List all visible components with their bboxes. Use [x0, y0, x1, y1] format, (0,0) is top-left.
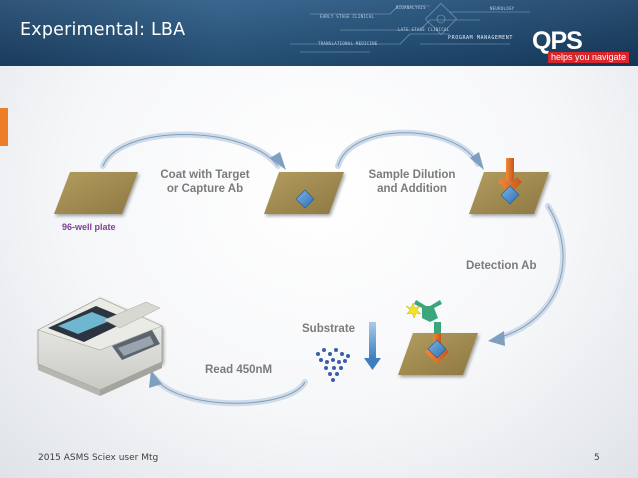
arrow-coat — [100, 131, 286, 170]
deco-early-stage: EARLY STAGE CLINICAL — [320, 14, 375, 19]
label-96-well-plate: 96-well plate — [62, 222, 116, 232]
deco-bioanalysis: BIOANALYSIS — [396, 5, 426, 10]
program-management-text: PROGRAM MANAGEMENT — [448, 35, 513, 41]
logo-tagline: helps you navigate — [548, 52, 630, 63]
header-circuit-decoration — [290, 3, 530, 53]
logo-text: QPS — [532, 27, 583, 55]
plate-96-well — [54, 172, 138, 214]
accent-bar — [0, 108, 8, 146]
page-number: 5 — [594, 453, 600, 463]
arrow-detection — [488, 203, 566, 346]
footer-event-text: 2015 ASMS Sciex user Mtg — [38, 453, 159, 463]
label-sample-line-2: and Addition — [377, 183, 447, 195]
detection-antibody-icon — [414, 300, 442, 340]
label-sample-dilution: Sample Dilution and Addition — [360, 168, 464, 196]
label-detection-ab: Detection Ab — [466, 260, 537, 272]
substrate-arrow-icon — [364, 322, 381, 370]
arrow-read — [149, 370, 308, 407]
label-read-450nm: Read 450nM — [205, 364, 273, 376]
label-sample-line-1: Sample Dilution — [368, 169, 456, 181]
target-diamond-icon — [295, 189, 315, 209]
label-coat-target: Coat with Target or Capture Ab — [150, 168, 260, 196]
deco-late-stage: LATE STAGE CLINICAL — [398, 27, 450, 32]
header-shade — [0, 0, 638, 66]
arrow-sample — [335, 129, 484, 170]
deco-neurology: NEUROLOGY — [490, 6, 515, 11]
detection-label-star-icon — [405, 302, 422, 319]
label-coat-line-1: Coat with Target — [160, 169, 250, 181]
capture-antibody-icon — [498, 158, 522, 194]
bound-analyte-diamond-icon — [427, 339, 447, 359]
substrate-dots-icon — [316, 348, 350, 382]
header-banner: Experimental: LBA BIOANALYSIS EARLY STAG… — [0, 0, 638, 66]
label-coat-line-2: or Capture Ab — [166, 183, 244, 195]
slide-title: Experimental: LBA — [20, 20, 186, 40]
qps-logo: QPS helps you navigate — [528, 28, 636, 64]
label-substrate: Substrate — [302, 323, 356, 335]
deco-translational: TRANSLATIONAL MEDICINE — [318, 41, 378, 46]
plate-reader-icon — [37, 297, 163, 396]
analyte-diamond-icon — [500, 185, 520, 205]
